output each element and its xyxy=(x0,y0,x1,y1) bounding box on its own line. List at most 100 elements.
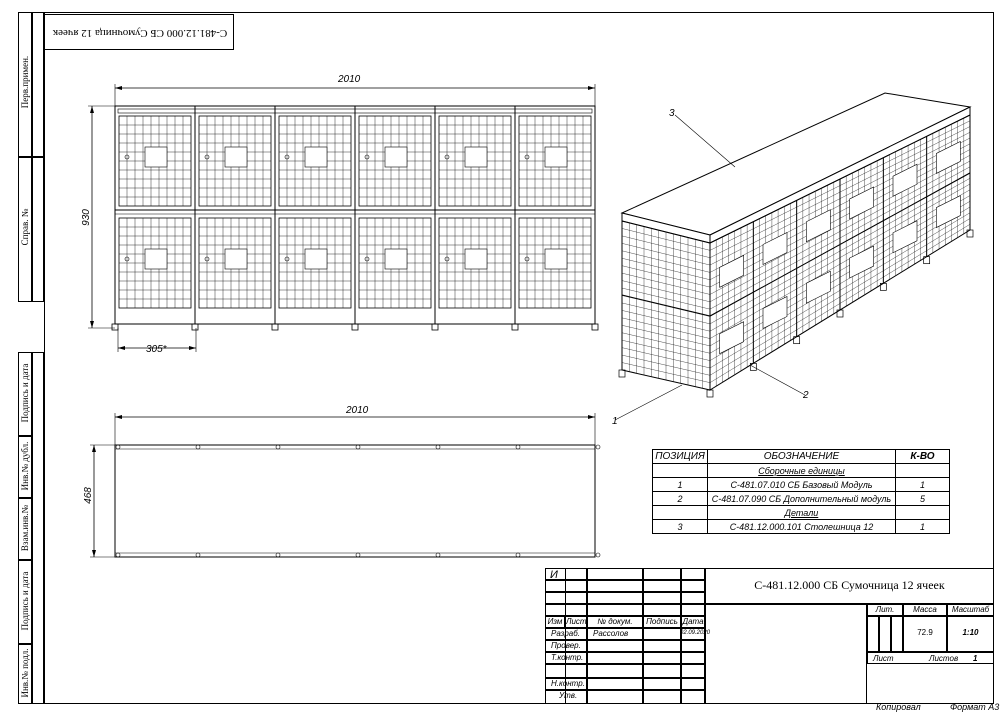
side-box-perv-2 xyxy=(32,12,44,157)
table-row: 2 С-481.07.090 СБ Дополнительный модуль … xyxy=(652,491,951,506)
list-label: Лист xyxy=(873,654,894,663)
dim-top-width: 2010 xyxy=(346,405,369,416)
iso-leg xyxy=(966,229,974,238)
iso-window xyxy=(936,195,961,229)
listov-value: 1 xyxy=(973,654,978,663)
razrab-date: 02.09.2020 xyxy=(680,630,711,636)
rotated-stamp: С-481.12.000 СБ Сумочница 12 ячеек xyxy=(44,14,234,50)
spec-section-parts: Детали xyxy=(706,505,896,520)
front-cell xyxy=(518,217,592,309)
iso-leg xyxy=(923,256,931,265)
side-box-podpis-1 xyxy=(18,352,32,436)
row-prover: Провер. xyxy=(551,641,581,650)
front-leg xyxy=(351,323,359,331)
top-mark xyxy=(115,552,121,558)
iso-window xyxy=(849,186,874,220)
iso-window xyxy=(762,232,788,266)
spec-header-name: ОБОЗНАЧЕНИЕ xyxy=(706,449,896,464)
row-razrab: Разраб. xyxy=(551,629,580,638)
top-mark xyxy=(355,444,361,450)
front-cell xyxy=(278,217,352,309)
iso-leg xyxy=(618,369,626,378)
front-cell xyxy=(438,115,512,207)
spec-header-qty: К-ВО xyxy=(894,449,951,464)
footer-kopiroval: Копировал xyxy=(876,702,921,712)
massa-label: Масса xyxy=(903,604,947,616)
spec-header-pos: ПОЗИЦИЯ xyxy=(652,449,708,464)
side-label-sprav: Справ. № xyxy=(20,208,30,246)
front-cell xyxy=(118,115,192,207)
side-label-podpis-1: Подпись и дата xyxy=(20,363,30,423)
front-cell xyxy=(118,217,192,309)
iso-leg xyxy=(793,336,801,345)
dim-top-depth: 468 xyxy=(82,487,94,504)
front-cell xyxy=(198,217,272,309)
callout-1: 1 xyxy=(612,416,618,427)
iso-window xyxy=(892,220,918,254)
col-izm: Изм xyxy=(545,616,565,628)
rotated-stamp-text: С-481.12.000 СБ Сумочница 12 ячеек xyxy=(52,27,228,39)
masshtab-value: 1:10 xyxy=(962,628,979,637)
isometric-view xyxy=(614,92,974,421)
front-cell xyxy=(438,217,512,309)
side-box-col-2 xyxy=(32,352,44,704)
front-leg xyxy=(511,323,519,331)
drawing-frame xyxy=(44,12,994,704)
side-box-inv-dubl xyxy=(18,436,32,498)
front-cell xyxy=(518,115,592,207)
top-mark xyxy=(435,444,441,450)
footer-format: Формат А3 xyxy=(950,702,1000,712)
side-box-sprav xyxy=(18,157,32,302)
spec-section-assemblies: Сборочные единицы xyxy=(706,463,896,478)
top-mark xyxy=(515,444,521,450)
callout-2: 2 xyxy=(803,390,809,401)
drawing-title: С-481.12.000 СБ Сумочница 12 ячеек xyxy=(754,578,945,592)
iso-window xyxy=(806,209,831,243)
spec-row-pos: 3 xyxy=(652,519,708,534)
side-box-inv-podl xyxy=(18,644,32,704)
top-mark xyxy=(355,552,361,558)
top-mark xyxy=(595,444,601,450)
spec-row-pos: 2 xyxy=(652,491,708,506)
col-list: Лист xyxy=(565,616,587,628)
top-mark xyxy=(275,552,281,558)
front-leg xyxy=(271,323,279,331)
table-row: 3 С-481.12.000.101 Столешница 12 1 xyxy=(652,519,951,534)
massa-value: 72.9 xyxy=(917,628,933,637)
dim-front-height: 930 xyxy=(80,209,92,226)
side-box-vzam xyxy=(18,498,32,560)
iso-window xyxy=(892,163,918,197)
front-leg xyxy=(191,323,199,331)
iso-leg xyxy=(879,282,887,291)
table-row: 1 С-481.07.010 СБ Базовый Модуль 1 xyxy=(652,477,951,492)
top-mark xyxy=(195,552,201,558)
front-leg xyxy=(111,323,119,331)
row-tkontr: Т.контр. xyxy=(551,653,584,662)
iso-window xyxy=(762,295,788,329)
front-cell xyxy=(198,115,272,207)
iso-leg xyxy=(836,309,844,318)
dim-front-width: 2010 xyxy=(338,74,361,85)
spec-row-pos: 1 xyxy=(652,477,708,492)
masshtab-label: Масштаб xyxy=(947,604,994,616)
title-block: И Изм Лист № докум. Подпись Дата Разраб.… xyxy=(545,568,994,704)
side-label-vzam: Взам.инв.№ xyxy=(20,504,30,552)
spec-row-qty: 1 xyxy=(894,477,951,492)
front-cell xyxy=(358,217,432,309)
side-box-podpis-2 xyxy=(18,560,32,644)
front-leg xyxy=(591,323,599,331)
top-mark xyxy=(115,444,121,450)
listov-label: Листов xyxy=(929,654,959,663)
row-utv: Утв. xyxy=(559,691,578,700)
front-view xyxy=(88,84,599,352)
iso-window xyxy=(849,245,874,279)
callout-3: 3 xyxy=(669,108,675,119)
front-cell xyxy=(358,115,432,207)
iso-leg xyxy=(749,362,757,371)
spec-row-name: С-481.07.090 СБ Дополнительный модуль xyxy=(706,491,896,506)
top-mark xyxy=(195,444,201,450)
front-cell xyxy=(278,115,352,207)
izm-marker: И xyxy=(550,569,558,580)
side-label-podpis-2: Подпись и дата xyxy=(20,571,30,631)
iso-window xyxy=(719,321,744,355)
